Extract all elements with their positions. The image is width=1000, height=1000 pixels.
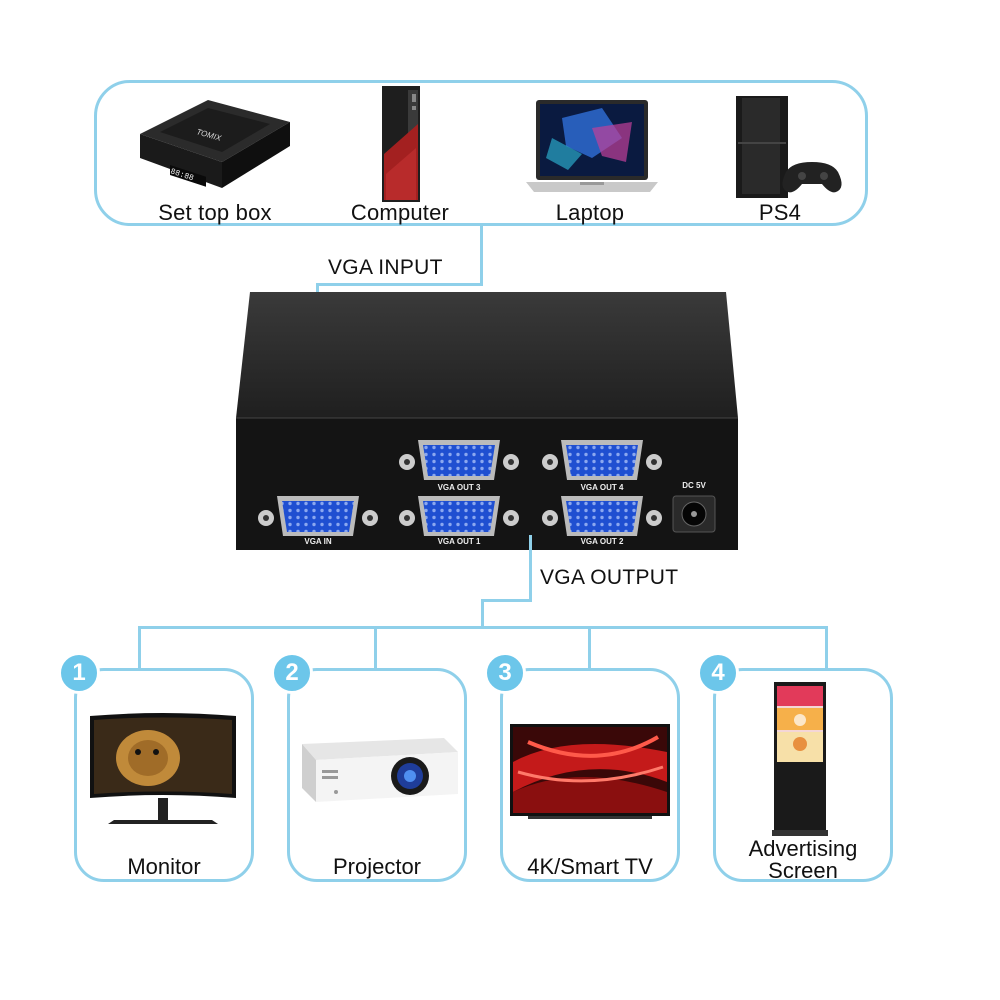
vga-port-out2	[542, 496, 662, 536]
output-drop-2	[374, 626, 377, 670]
output-drop-1	[138, 626, 141, 670]
dc-power-jack	[672, 495, 716, 533]
output-drop-4	[825, 626, 828, 670]
output-label-smart-tv: 4K/Smart TV	[527, 854, 653, 879]
projector-icon	[302, 738, 458, 802]
output-label-projector: Projector	[332, 854, 422, 879]
set-top-box-icon: TOMIX 88:88	[140, 100, 290, 188]
output-label-advertising-line1: Advertising	[748, 836, 858, 861]
output-box-projector	[287, 668, 467, 882]
output-badge-4: 4	[697, 652, 739, 694]
port-label-in: VGA IN	[304, 537, 331, 546]
vga-port-out4	[542, 440, 662, 480]
monitor-icon	[90, 713, 236, 824]
output-label-monitor: Monitor	[127, 854, 201, 879]
output-line-from-port	[529, 535, 532, 602]
output-bus-line	[138, 626, 828, 629]
output-box-monitor	[74, 668, 254, 882]
vga-port-in	[258, 496, 378, 536]
input-line-horizontal	[316, 283, 483, 286]
output-box-advertising-screen	[713, 668, 893, 882]
output-box-smart-tv	[500, 668, 680, 882]
source-label-computer: Computer	[350, 200, 450, 225]
output-badge-1: 1	[58, 652, 100, 694]
output-line-jog	[481, 599, 532, 602]
source-devices-panel	[94, 80, 868, 226]
input-line-down	[480, 226, 483, 286]
vga-port-out3	[399, 440, 519, 480]
port-label-out4: VGA OUT 4	[581, 483, 624, 492]
vga-output-label: VGA OUTPUT	[540, 566, 679, 589]
vga-splitter-device: VGA OUT 3 VGA OUT 4 VGA IN VGA OUT 1 VGA…	[236, 292, 738, 550]
laptop-icon	[526, 100, 658, 192]
vga-port-out1	[399, 496, 519, 536]
computer-tower-icon	[382, 86, 420, 202]
output-badge-3: 3	[484, 652, 526, 694]
advertising-screen-icon	[772, 682, 828, 836]
port-label-out3: VGA OUT 3	[438, 483, 481, 492]
vga-input-label: VGA INPUT	[328, 256, 443, 279]
source-label-laptop: Laptop	[555, 200, 625, 225]
output-line-down	[481, 599, 484, 629]
ps4-console-icon	[736, 96, 842, 198]
smart-tv-icon	[510, 724, 670, 819]
source-label-ps4: PS4	[758, 200, 802, 225]
output-drop-3	[588, 626, 591, 670]
output-label-advertising-line2: Screen	[768, 858, 838, 883]
source-label-set-top-box: Set top box	[158, 200, 272, 225]
port-label-out1: VGA OUT 1	[438, 537, 481, 546]
port-label-out2: VGA OUT 2	[581, 537, 624, 546]
output-badge-2: 2	[271, 652, 313, 694]
port-label-dc: DC 5V	[682, 481, 706, 490]
